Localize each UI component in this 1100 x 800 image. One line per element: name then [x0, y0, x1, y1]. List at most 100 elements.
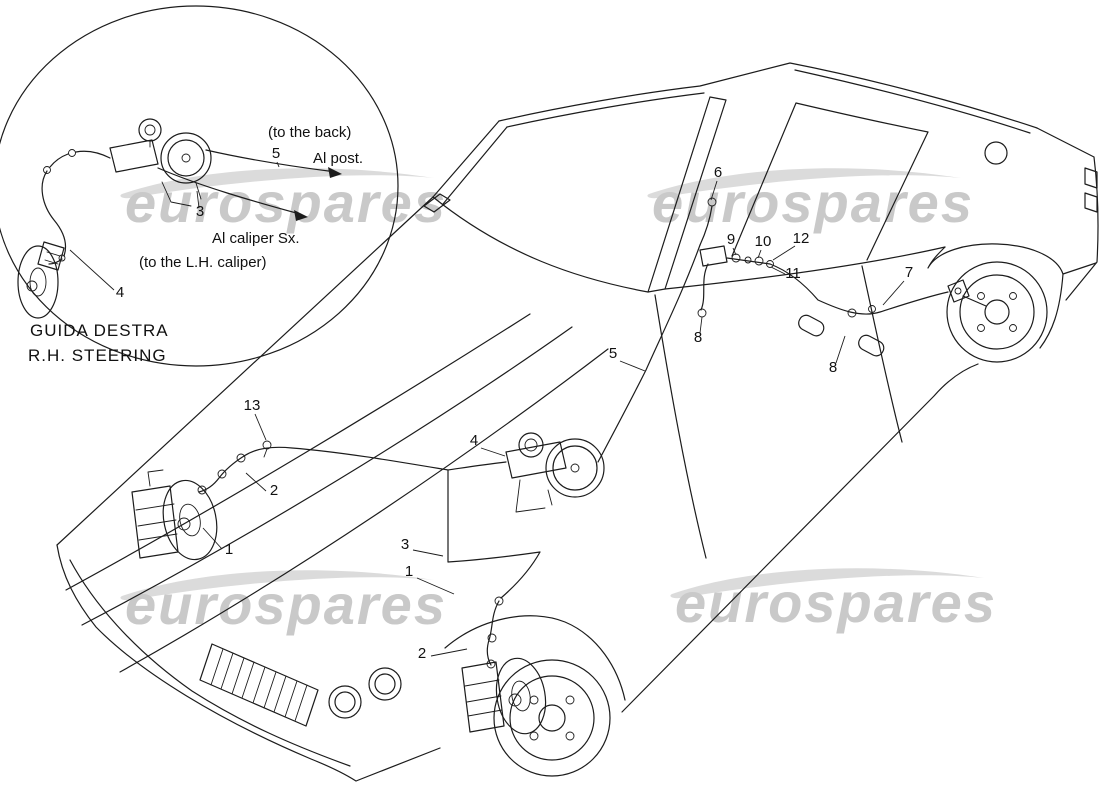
callout-13: 13: [244, 397, 261, 414]
disc-hub: [177, 517, 191, 531]
grille-frame: [199, 643, 319, 727]
headlight-outer: [328, 685, 362, 719]
beltline: [664, 246, 946, 290]
disc-center: [511, 680, 531, 712]
label-al-post: Al post.: [313, 150, 363, 167]
car-body: [56, 62, 1099, 782]
brake-hose: [486, 600, 500, 666]
brake-disc: [495, 657, 547, 735]
callout-leader-7: [882, 280, 905, 306]
headlight-inner: [374, 673, 396, 695]
inset-callout-3: 3: [196, 203, 204, 220]
caliper-hatch: [44, 251, 61, 265]
bleed-screw: [954, 287, 962, 295]
lug-bolt: [977, 324, 985, 332]
door-shut-lines: [654, 265, 903, 559]
rear-hose-assembly: [697, 197, 774, 318]
callout-leader-8b: [835, 335, 846, 364]
callout-leader-9: [732, 247, 737, 256]
caption-guida-destra: GUIDA DESTRA: [30, 321, 169, 340]
mounting-bracket: [161, 181, 202, 207]
label-to-lh-caliper: (to the L.H. caliper): [139, 254, 267, 271]
inset-callout-leader-5: [276, 161, 280, 168]
booster-center: [181, 153, 191, 163]
callout-9: 9: [727, 231, 735, 248]
tire: [946, 261, 1048, 363]
union-fitting: [731, 253, 741, 263]
flexible-hose: [700, 263, 709, 311]
inset-boundary: [0, 5, 399, 367]
brake-booster-master-cylinder: [505, 432, 605, 513]
callout-leader-1: [202, 527, 223, 550]
watermark: [120, 570, 447, 636]
sill-line: [621, 273, 1064, 713]
brake-components: [131, 197, 987, 735]
pipe-sleeve: [798, 314, 825, 337]
callout-1b: 1: [405, 563, 413, 580]
front-right-caliper-assembly: [461, 596, 547, 735]
front-fascia: [56, 544, 441, 782]
master-cylinder-body: [505, 441, 567, 479]
headlights: [328, 667, 402, 719]
callout-6: 6: [714, 164, 722, 181]
booster-inner: [552, 445, 598, 491]
union-fitting: [847, 308, 857, 318]
brake-hose: [198, 455, 245, 493]
fluid-reservoir: [138, 118, 162, 142]
master-cylinder-body: [109, 139, 159, 173]
tail-lights: [1084, 167, 1098, 213]
side-mirror: [423, 193, 451, 213]
callout-leader-12: [772, 245, 796, 261]
lug-bolt: [565, 695, 575, 705]
quarter-window: [731, 102, 929, 261]
hub: [984, 299, 1010, 325]
callout-leader-1b: [416, 577, 455, 595]
brake-pipes: [243, 244, 949, 599]
headlight-inner: [334, 691, 356, 713]
arrow-to-rear-icon: [328, 167, 342, 178]
b-pillar: [647, 96, 727, 293]
callout-11: 11: [785, 265, 801, 282]
inset-booster-master-cylinder: [109, 118, 212, 207]
callout-2: 2: [270, 482, 278, 499]
disc-center: [179, 503, 201, 537]
callout-leader-2: [245, 472, 267, 492]
rear-deck: [1036, 127, 1099, 301]
callout-3: 3: [401, 536, 409, 553]
mounting-bracket: [515, 479, 553, 513]
caption-rh-steering: R.H. STEERING: [28, 346, 167, 365]
hose-fitting: [697, 308, 707, 318]
callout-leader-11: [770, 266, 786, 275]
watermark: [647, 168, 974, 234]
union-fitting: [43, 166, 51, 174]
watermark: [670, 568, 997, 634]
disc-center: [29, 267, 47, 297]
booster-center: [570, 463, 580, 473]
lug-bolt: [565, 731, 575, 741]
pipe-to-union: [699, 205, 713, 246]
callout-2b: 2: [418, 645, 426, 662]
grille-hatching: [210, 648, 308, 722]
callout-leader-6: [710, 180, 718, 201]
rear-axle-brake-parts: [798, 279, 987, 357]
hood-edge-line: [56, 196, 434, 546]
hood-crease-lines: [65, 313, 609, 673]
rear-fender-arch: [927, 243, 1097, 275]
union-fitting: [68, 149, 76, 157]
lug-bolt: [1009, 324, 1017, 332]
caliper-hatch: [135, 469, 178, 541]
inset-callout-leader-4: [69, 249, 115, 291]
front-wheel: [493, 659, 611, 777]
front-left-caliper-assembly: [131, 453, 246, 561]
inset-brake-disc: [17, 241, 65, 319]
rim: [509, 675, 595, 761]
a-pillar: [432, 120, 508, 205]
callout-8b: 8: [829, 359, 837, 376]
callout-leader-10: [757, 249, 762, 259]
callout-leader-3: [412, 549, 444, 557]
callout-8: 8: [694, 329, 702, 346]
reservoir-cap: [524, 438, 538, 452]
inset-callout-leader-3: [196, 190, 200, 209]
roofline: [498, 62, 1038, 134]
lug-bolt: [529, 731, 539, 741]
